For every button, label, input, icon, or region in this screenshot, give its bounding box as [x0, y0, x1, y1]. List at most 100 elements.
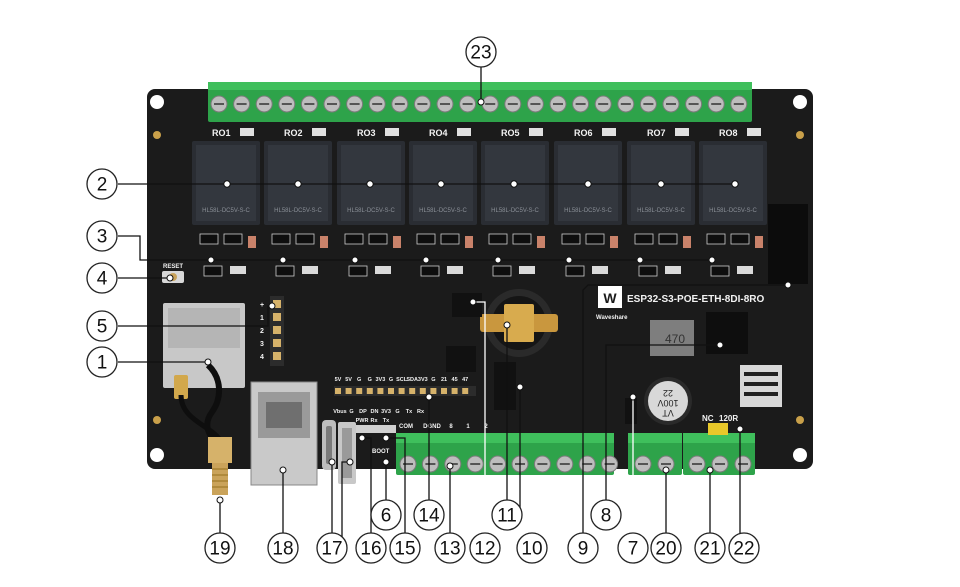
side-header-mark: 2 [260, 328, 264, 335]
callout-number: 19 [209, 539, 230, 560]
relay-label: RO3 [357, 128, 376, 138]
relay-indicator-led [747, 128, 761, 136]
screw [685, 95, 703, 113]
mounting-holes [150, 95, 807, 462]
side-header-mark: 3 [260, 341, 264, 348]
relay-indicator-led [675, 128, 689, 136]
pcb-cutout [768, 204, 808, 284]
led-label: Rx [370, 418, 378, 424]
screw [233, 95, 251, 113]
header-pin [430, 388, 437, 394]
callout-23: 23 [465, 36, 497, 68]
screw [421, 455, 439, 473]
relay-part-label: HL58L-DC5V-S-C [274, 208, 322, 214]
header-pin [273, 326, 281, 334]
header-pin [366, 388, 373, 394]
boot-label: BOOT [372, 449, 390, 455]
callout-8: 8 [590, 499, 622, 531]
rj45-ethernet-port [250, 381, 318, 486]
callout-number: 11 [497, 506, 517, 527]
relay-indicator-led [385, 128, 399, 136]
callout-7: 7 [617, 532, 649, 564]
callout-16: 16 [355, 532, 387, 564]
power-components [625, 365, 782, 424]
inductor-label: 470 [665, 332, 685, 346]
gpio-bottom-label: Vbus [333, 409, 346, 415]
relay-part-label: HL58L-DC5V-S-C [564, 208, 612, 214]
header-pin [377, 388, 384, 394]
header-pin [335, 388, 341, 394]
callout-anchor-dots [166, 98, 792, 504]
gpio-bottom-label: DP [359, 409, 367, 415]
screw [734, 455, 752, 473]
gpio-bottom-label: 3V3 [381, 409, 391, 415]
esp32-s3-module [163, 303, 245, 388]
callout-18: 18 [267, 532, 299, 564]
screw [459, 95, 477, 113]
screw [549, 95, 567, 113]
gpio-top-label: 45 [452, 377, 458, 383]
callout-number: 5 [97, 317, 108, 338]
callout-6: 6 [370, 499, 402, 531]
callout-number: 8 [601, 506, 612, 527]
relay-label: RO1 [212, 128, 231, 138]
callout-13: 13 [434, 532, 466, 564]
callout-1: 1 [86, 346, 118, 378]
callout-number: 6 [381, 506, 392, 527]
gpio-top-label: SCL [396, 377, 408, 383]
relay-indicator-led [602, 128, 616, 136]
gpio-top-label: 5V [335, 377, 342, 383]
screw [300, 95, 318, 113]
screw [436, 95, 454, 113]
screw [481, 95, 499, 113]
callout-number: 22 [733, 539, 754, 560]
di-label: DGND [423, 424, 441, 430]
screw [391, 95, 409, 113]
screw [662, 95, 680, 113]
di-label: 2 [484, 424, 488, 430]
header-pin [409, 388, 416, 394]
screw [368, 95, 386, 113]
relay-driver [344, 233, 401, 277]
di-label: COM [399, 424, 413, 430]
screw [210, 95, 228, 113]
brand-label: Waveshare [596, 315, 628, 321]
electrolytic-capacitor: 22 100V VT [644, 377, 692, 425]
screw [634, 455, 652, 473]
side-header-mark: 1 [260, 315, 264, 322]
relay-driver-circuits [199, 233, 763, 277]
callout-number: 2 [97, 175, 108, 196]
header-pin [273, 313, 281, 321]
di-label: 8 [449, 424, 453, 430]
gpio-top-label: G [431, 377, 435, 383]
header-pin [462, 388, 469, 394]
relay-label: RO6 [574, 128, 593, 138]
screw [323, 95, 341, 113]
gpio-top-label: SDA [406, 377, 418, 383]
relay-driver [634, 233, 691, 277]
callout-9: 9 [567, 532, 599, 564]
terminal-screws [210, 95, 752, 473]
gpio-bottom-label: DN [371, 409, 379, 415]
callout-number: 13 [439, 539, 460, 560]
gpio-top-label: G [389, 377, 393, 383]
relay: HL58L-DC5V-S-C [481, 141, 549, 225]
relay-part-label: HL58L-DC5V-S-C [202, 208, 250, 214]
sma-antenna-connector [208, 437, 232, 495]
rtc-chips [446, 293, 516, 410]
screw [466, 455, 484, 473]
screw [413, 95, 431, 113]
callout-number: 14 [418, 506, 440, 527]
callout-14: 14 [413, 499, 445, 531]
waveshare-branding: W ESP32-S3-POE-ETH-8DI-8RO Waveshare [596, 286, 764, 321]
gpio-top-label: 3V3 [418, 377, 428, 383]
relay-driver [706, 233, 763, 277]
callout-17: 17 [316, 532, 348, 564]
